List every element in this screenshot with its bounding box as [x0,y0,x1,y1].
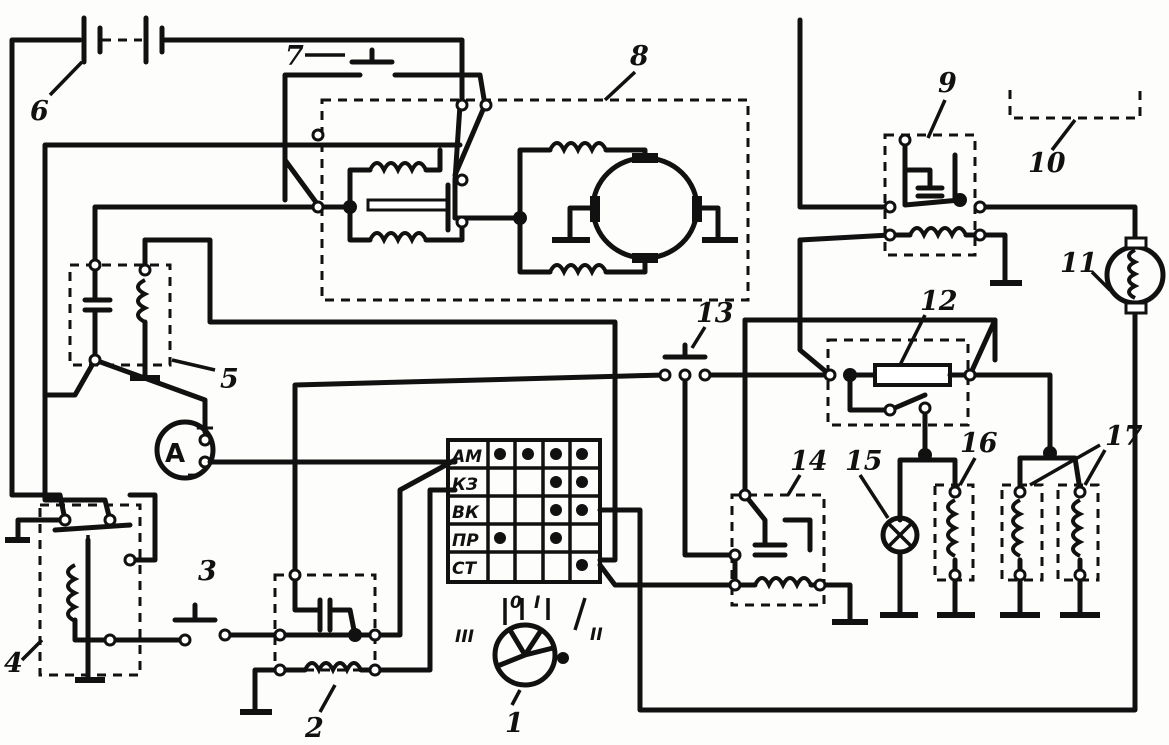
number-labels: 1 2 3 4 5 6 7 8 9 10 11 12 13 14 15 16 1… [4,41,1143,744]
ammeter-minus: _ [188,447,201,477]
label-14: 14 [790,446,828,477]
table-row-label: ПР [452,531,479,551]
label-16: 16 [960,428,998,459]
label-10: 10 [1028,148,1066,179]
table-row-label: ВК [452,503,480,523]
button-13 [658,342,833,558]
label-7: 7 [285,41,304,72]
table-row-label: КЗ [452,475,478,495]
label-4: 4 [4,648,23,679]
button-3 [172,602,283,647]
label-12: 12 [920,286,958,317]
ammeter: A + _ [154,413,458,481]
table-row-label: СТ [452,559,477,579]
relay-5 [42,237,618,563]
label-11: 11 [1060,248,1098,279]
label-3: 3 [198,556,217,587]
table-row-label: АМ [450,447,482,467]
label-9: 9 [938,68,957,99]
ignition-key: 0 I II III [455,593,603,688]
label-8: 8 [629,41,649,72]
label-5: 5 [220,364,239,395]
relay-2 [240,372,668,715]
heaters-17 [1000,443,1107,618]
lamp-and-resistor [880,448,975,618]
ammeter-plus: + [194,413,216,443]
label-1: 1 [505,708,524,739]
label-13: 13 [696,298,734,329]
label-6: 6 [30,96,49,127]
label-15: 15 [845,446,883,477]
relay-4 [5,492,188,683]
relay-12 [797,237,1053,453]
switch-pos-I: I [534,593,540,613]
label-17: 17 [1105,421,1143,452]
switch-pos-III: III [455,627,474,647]
starter-assembly [42,47,750,498]
switch-pos-II: II [590,625,603,645]
battery [9,15,465,498]
ammeter-symbol: A [165,439,185,469]
motor-11 [1104,236,1166,315]
switch-table: АМ КЗ ВК ПР СТ [446,307,1138,713]
relay-9 [797,17,1138,286]
block-10 [1008,90,1142,120]
switch-pos-0: 0 [510,593,522,613]
label-2: 2 [304,713,324,744]
